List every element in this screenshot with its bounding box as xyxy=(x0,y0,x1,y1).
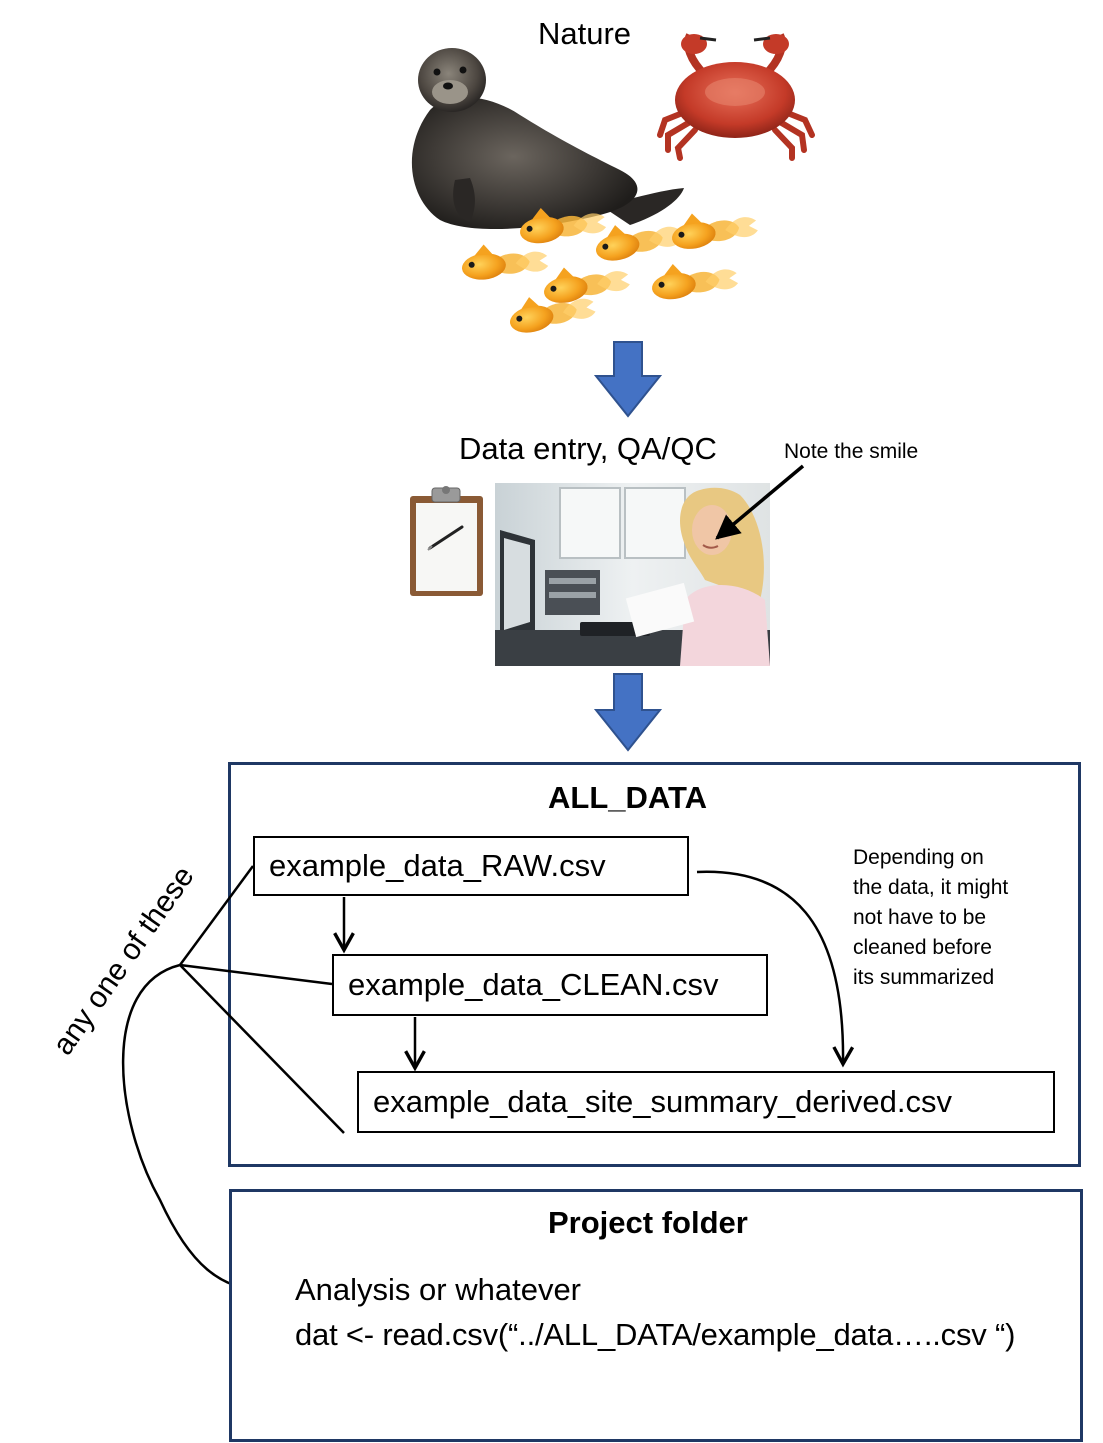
cleaning-note-line: cleaned before xyxy=(853,936,992,959)
cleaning-note: Depending on the data, it might not have… xyxy=(853,843,1008,993)
cleaning-note-line: its summarized xyxy=(853,966,995,989)
data-entry-title: Data entry, QA/QC xyxy=(459,431,717,466)
cleaning-note-line: not have to be xyxy=(853,906,987,929)
summary-file-label: example_data_site_summary_derived.csv xyxy=(373,1084,952,1119)
clean-file-box: example_data_CLEAN.csv xyxy=(332,954,768,1016)
raw-file-box: example_data_RAW.csv xyxy=(253,836,689,896)
summary-file-box: example_data_site_summary_derived.csv xyxy=(357,1071,1055,1133)
project-folder-box xyxy=(229,1189,1083,1442)
read-csv-line: dat <- read.csv(“../ALL_DATA/example_dat… xyxy=(295,1317,1016,1352)
any-one-of-these-label: any one of these xyxy=(46,860,201,1062)
smile-note: Note the smile xyxy=(784,440,919,463)
all-data-title: ALL_DATA xyxy=(548,780,707,815)
cleaning-note-line: the data, it might xyxy=(853,876,1009,899)
project-folder-title: Project folder xyxy=(548,1205,748,1240)
nature-title: Nature xyxy=(538,16,632,51)
clean-file-label: example_data_CLEAN.csv xyxy=(348,967,719,1002)
analysis-line: Analysis or whatever xyxy=(295,1272,582,1307)
cleaning-note-line: Depending on xyxy=(853,846,984,869)
raw-file-label: example_data_RAW.csv xyxy=(269,848,606,883)
